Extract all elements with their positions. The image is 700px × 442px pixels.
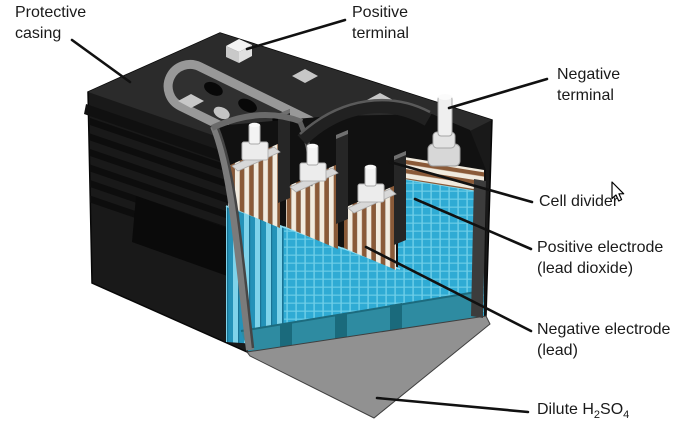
leader-negative-terminal <box>447 77 549 110</box>
leader-cell-divider <box>388 160 534 204</box>
negative-terminal-post <box>427 94 461 167</box>
cell-divider-panel <box>278 109 290 203</box>
leader-dilute-acid <box>375 396 530 414</box>
leader-positive-terminal <box>245 18 347 51</box>
label-negative-electrode: Negative electrode(lead) <box>537 321 671 359</box>
leader-lines <box>70 18 549 414</box>
label-cell-divider: Cell divider <box>539 193 619 210</box>
leader-negative-electrode <box>364 245 533 333</box>
cell-divider-panel <box>336 130 348 224</box>
leader-protective-casing <box>70 38 132 84</box>
cell-divider-panels <box>278 109 406 245</box>
label-dilute-acid: Dilute H2SO4 <box>537 401 630 421</box>
label-positive-electrode: Positive electrode(lead dioxide) <box>537 239 664 277</box>
case-base-edge <box>246 315 491 419</box>
cell-divider-panel <box>394 151 406 245</box>
negative-plate-faces <box>225 177 485 346</box>
right-wall-cut <box>471 179 486 318</box>
mouse-cursor-icon <box>611 181 625 202</box>
cell-connectors <box>231 122 397 214</box>
leader-positive-electrode <box>413 197 533 251</box>
